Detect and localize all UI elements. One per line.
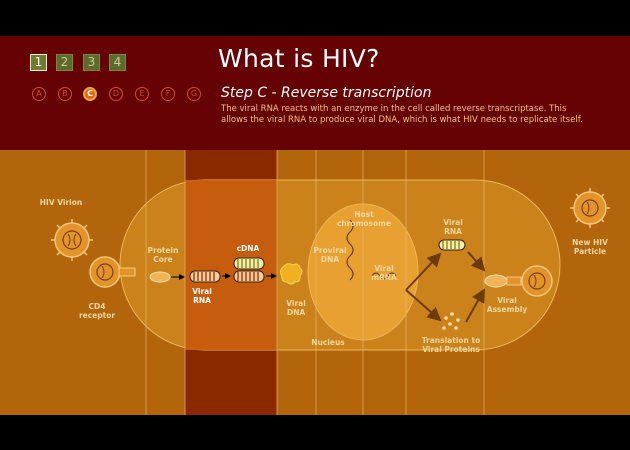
hiv-virion-icon <box>51 219 93 261</box>
number-button-3[interactable]: 3 <box>83 54 100 71</box>
label-new-hiv-particle: New HIV Particle <box>572 238 608 256</box>
label-hiv-virion: HIV Virion <box>39 198 83 207</box>
page-title: What is HIV? <box>218 44 380 73</box>
number-button-2[interactable]: 2 <box>56 54 73 71</box>
label-viral-rna: Viral RNA <box>192 287 212 305</box>
label-translation: Translation to Viral Proteins <box>421 336 481 354</box>
protein-core-shape <box>149 271 171 283</box>
new-hiv-particle-icon <box>570 188 610 228</box>
lifecycle-diagram <box>51 150 610 415</box>
label-viral-mrna: Viral mRNA <box>371 264 397 282</box>
step-title: Step C - Reverse transcription <box>221 85 432 101</box>
label-proviral-dna: Proviral DNA <box>313 246 347 264</box>
step-description: The viral RNA reacts with an enzyme in t… <box>221 104 583 125</box>
proviral-dna-squiggle <box>346 219 354 281</box>
label-cdna: cDNA <box>236 244 260 253</box>
step-button-c[interactable]: C <box>83 87 97 101</box>
viral-rna-strand-right <box>438 239 466 251</box>
step-button-f[interactable]: F <box>161 87 175 101</box>
label-host-chromosome: Host chromosome <box>336 210 392 228</box>
viral-proteins-dots <box>442 312 460 330</box>
label-cd4-receptor: CD4 receptor <box>78 302 116 320</box>
number-button-1[interactable]: 1 <box>30 54 47 71</box>
label-viral-dna: Viral DNA <box>286 299 306 317</box>
assembly-core-shape <box>484 274 508 288</box>
viral-mrna-squiggle <box>371 272 397 280</box>
step-button-a[interactable]: A <box>32 87 46 101</box>
cdna-strands <box>233 257 265 283</box>
cd4-receptor-shape <box>118 267 136 277</box>
label-viral-rna-right: Viral RNA <box>443 218 463 236</box>
budding-virion-icon <box>506 265 553 297</box>
label-nucleus: Nucleus <box>311 338 345 347</box>
diagram-stage: HIV Virion CD4 receptor Protein Core cDN… <box>0 150 630 415</box>
viral-dna-blob <box>279 263 303 285</box>
viral-rna-strand <box>189 270 221 283</box>
step-button-b[interactable]: B <box>58 87 72 101</box>
header-panel <box>0 36 630 150</box>
docking-virion-icon <box>89 256 136 288</box>
label-protein-core: Protein Core <box>147 246 179 264</box>
step-dividers <box>145 150 485 415</box>
number-button-4[interactable]: 4 <box>109 54 126 71</box>
step-button-d[interactable]: D <box>109 87 123 101</box>
step-button-g[interactable]: G <box>187 87 201 101</box>
label-viral-assembly: Viral Assembly <box>486 296 528 314</box>
step-button-e[interactable]: E <box>135 87 149 101</box>
